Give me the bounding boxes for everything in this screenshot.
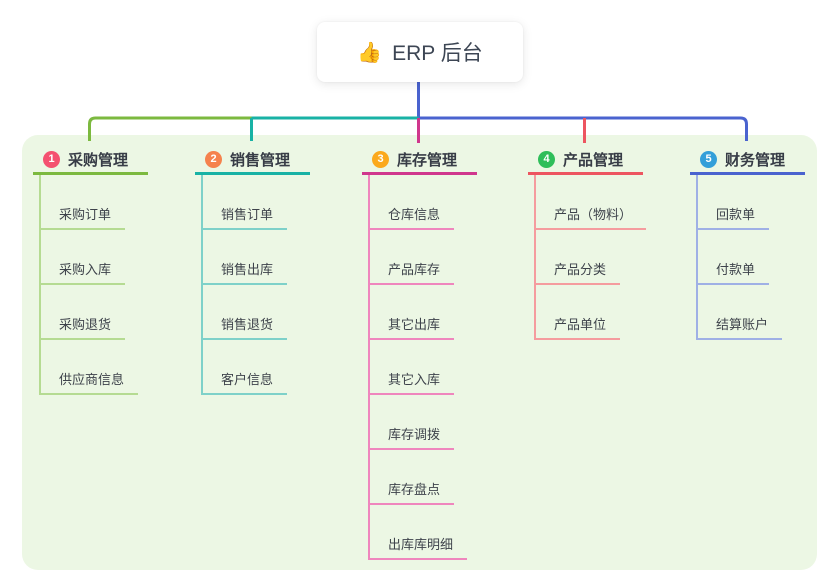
branch-children: 回款单 付款单 结算账户 xyxy=(696,175,805,340)
child-row: 其它出库 xyxy=(368,285,477,340)
child-item[interactable]: 产品分类 xyxy=(534,262,621,285)
child-item[interactable]: 产品库存 xyxy=(368,262,455,285)
child-item[interactable]: 库存调拨 xyxy=(368,427,455,450)
branch-title-label: 财务管理 xyxy=(725,152,786,169)
child-item[interactable]: 客户信息 xyxy=(201,372,288,395)
child-item[interactable]: 销售退货 xyxy=(201,317,288,340)
branch-number-badge: 2 xyxy=(205,151,222,168)
child-row: 回款单 xyxy=(696,175,805,230)
branch-title-label: 采购管理 xyxy=(68,152,129,169)
child-item[interactable]: 销售订单 xyxy=(201,207,288,230)
mindmap-panel xyxy=(22,135,817,570)
child-item[interactable]: 出库库明细 xyxy=(368,537,468,560)
branch-number-badge: 5 xyxy=(700,151,717,168)
branch-title[interactable]: 4 产品管理 xyxy=(528,147,643,175)
child-item[interactable]: 采购订单 xyxy=(39,207,126,230)
child-item[interactable]: 采购退货 xyxy=(39,317,126,340)
root-node[interactable]: 👍 ERP 后台 xyxy=(317,22,523,82)
child-item[interactable]: 结算账户 xyxy=(696,317,783,340)
branch-child-connector xyxy=(534,175,536,340)
thumbs-up-icon: 👍 xyxy=(357,41,383,64)
child-row: 产品（物料） xyxy=(534,175,647,230)
child-row: 销售订单 xyxy=(201,175,310,230)
branch-title[interactable]: 1 采购管理 xyxy=(33,147,148,175)
branch-children: 采购订单 采购入库 采购退货 供应商信息 xyxy=(39,175,148,395)
child-item[interactable]: 采购入库 xyxy=(39,262,126,285)
branch-5: 5 财务管理 回款单 付款单 结算账户 xyxy=(690,147,805,340)
branch-child-connector xyxy=(201,175,203,395)
branch-child-connector xyxy=(39,175,41,395)
child-row: 产品库存 xyxy=(368,230,477,285)
branch-title[interactable]: 2 销售管理 xyxy=(195,147,310,175)
child-row: 采购退货 xyxy=(39,285,148,340)
child-row: 产品分类 xyxy=(534,230,646,285)
child-item[interactable]: 付款单 xyxy=(696,262,770,285)
child-item[interactable]: 销售出库 xyxy=(201,262,288,285)
branch-number-badge: 3 xyxy=(372,151,389,168)
branch-child-connector xyxy=(368,175,370,560)
branch-number-badge: 4 xyxy=(538,151,555,168)
branch-4: 4 产品管理 产品（物料） 产品分类 产品单位 xyxy=(528,147,647,340)
branch-title[interactable]: 3 库存管理 xyxy=(362,147,477,175)
child-row: 采购订单 xyxy=(39,175,148,230)
child-item[interactable]: 产品单位 xyxy=(534,317,621,340)
child-item[interactable]: 其它出库 xyxy=(368,317,455,340)
child-row: 其它入库 xyxy=(368,340,477,395)
child-row: 销售出库 xyxy=(201,230,310,285)
child-item[interactable]: 供应商信息 xyxy=(39,372,139,395)
branch-2: 2 销售管理 销售订单 销售出库 销售退货 客户信息 xyxy=(195,147,310,395)
branch-title-label: 产品管理 xyxy=(563,152,624,169)
branch-title[interactable]: 5 财务管理 xyxy=(690,147,805,175)
child-row: 客户信息 xyxy=(201,340,310,395)
child-row: 销售退货 xyxy=(201,285,310,340)
root-node-label: ERP 后台 xyxy=(392,42,483,65)
branch-children: 销售订单 销售出库 销售退货 客户信息 xyxy=(201,175,310,395)
branch-children: 仓库信息 产品库存 其它出库 其它入库 库存调拨 库存盘点 出库库明细 xyxy=(368,175,477,560)
child-row: 供应商信息 xyxy=(39,340,148,395)
branch-title-label: 库存管理 xyxy=(397,152,458,169)
child-item[interactable]: 回款单 xyxy=(696,207,770,230)
child-row: 出库库明细 xyxy=(368,505,477,560)
child-item[interactable]: 仓库信息 xyxy=(368,207,455,230)
branch-child-connector xyxy=(696,175,698,340)
child-row: 付款单 xyxy=(696,230,805,285)
branch-title-label: 销售管理 xyxy=(230,152,291,169)
child-row: 库存盘点 xyxy=(368,450,477,505)
child-row: 结算账户 xyxy=(696,285,805,340)
child-item[interactable]: 产品（物料） xyxy=(534,207,647,230)
child-row: 库存调拨 xyxy=(368,395,477,450)
child-item[interactable]: 库存盘点 xyxy=(368,482,455,505)
branch-3: 3 库存管理 仓库信息 产品库存 其它出库 其它入库 库存调拨 库存盘点 出库库… xyxy=(362,147,477,560)
child-item[interactable]: 其它入库 xyxy=(368,372,455,395)
child-row: 产品单位 xyxy=(534,285,646,340)
branch-number-badge: 1 xyxy=(43,151,60,168)
child-row: 仓库信息 xyxy=(368,175,477,230)
child-row: 采购入库 xyxy=(39,230,148,285)
branch-children: 产品（物料） 产品分类 产品单位 xyxy=(534,175,647,340)
branch-1: 1 采购管理 采购订单 采购入库 采购退货 供应商信息 xyxy=(33,147,148,395)
